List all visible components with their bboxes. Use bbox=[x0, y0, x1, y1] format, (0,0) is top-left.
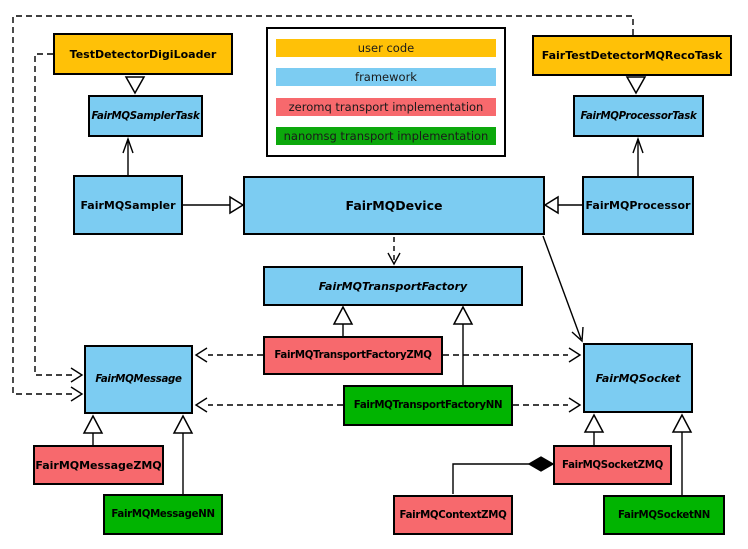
node-label-fairtestdetectormqrecotask: FairTestDetectorMQRecoTask bbox=[541, 49, 723, 62]
edge-device-uses-socket bbox=[542, 235, 584, 343]
legend-label-nanomsg: nanomsg transport implementation bbox=[283, 128, 489, 143]
node-fairmqmessage: FairMQMessage bbox=[84, 345, 193, 414]
edge-factoryzmq-creates-socket bbox=[443, 347, 582, 363]
node-fairmqdevice: FairMQDevice bbox=[243, 176, 545, 235]
node-label-fairmqmessagenn: FairMQMessageNN bbox=[111, 509, 215, 520]
legend-item-user-code: user code bbox=[276, 39, 496, 57]
node-fairmqprocessor: FairMQProcessor bbox=[582, 176, 694, 235]
node-label-testdetectordigiloader: TestDetectorDigiLoader bbox=[69, 47, 217, 61]
edge-processor-inherits-device bbox=[543, 195, 582, 215]
edge-factorynn-inherits-factory bbox=[452, 305, 474, 385]
edge-messagenn-inherits-message bbox=[172, 414, 194, 494]
node-label-fairmqmessage: FairMQMessage bbox=[95, 374, 182, 385]
node-label-fairmqtransportfactorynn: FairMQTransportFactoryNN bbox=[353, 400, 503, 411]
edge-factorynn-creates-socket bbox=[513, 397, 582, 413]
edge-socketzmq-owns-contextzmq bbox=[452, 456, 555, 494]
edge-messagezmq-inherits-message bbox=[82, 414, 104, 445]
legend-label-framework: framework bbox=[355, 70, 417, 85]
node-label-fairmqsampler: FairMQSampler bbox=[80, 198, 176, 212]
node-testdetectordigiloader: TestDetectorDigiLoader bbox=[53, 33, 233, 75]
node-label-fairmqprocessortask: FairMQProcessorTask bbox=[580, 110, 697, 122]
legend: user code framework zeromq transport imp… bbox=[266, 27, 506, 157]
node-fairmqmessagenn: FairMQMessageNN bbox=[103, 494, 223, 535]
node-label-fairmqdevice: FairMQDevice bbox=[345, 198, 443, 213]
node-fairmqsocketnn: FairMQSocketNN bbox=[603, 495, 725, 535]
edge-sampler-uses-samplertask bbox=[122, 136, 134, 175]
node-fairmqtransportfactorynn: FairMQTransportFactoryNN bbox=[343, 385, 513, 426]
node-label-fairmqsocketzmq: FairMQSocketZMQ bbox=[562, 459, 663, 471]
node-fairmqsampler: FairMQSampler bbox=[73, 175, 183, 235]
node-label-fairmqtransportfactoryzmq: FairMQTransportFactoryZMQ bbox=[274, 350, 432, 361]
node-fairmqmessagezmq: FairMQMessageZMQ bbox=[33, 445, 164, 485]
edge-factoryzmq-creates-message bbox=[194, 347, 263, 363]
node-fairmqprocessortask: FairMQProcessorTask bbox=[573, 95, 704, 137]
node-fairmqcontextzmq: FairMQContextZMQ bbox=[393, 495, 513, 535]
edge-sampler-inherits-device bbox=[183, 195, 245, 215]
edge-socketnn-inherits-socket bbox=[671, 413, 693, 495]
legend-item-nanomsg: nanomsg transport implementation bbox=[276, 126, 496, 145]
node-fairmqtransportfactory: FairMQTransportFactory bbox=[263, 266, 523, 306]
node-fairmqsocket: FairMQSocket bbox=[583, 343, 693, 413]
node-label-fairmqtransportfactory: FairMQTransportFactory bbox=[318, 279, 468, 293]
edge-recotask-inherits-processortask bbox=[625, 76, 647, 95]
node-label-fairmqsamplertask: FairMQSamplerTask bbox=[91, 110, 200, 122]
edge-device-uses-transportfactory bbox=[387, 237, 401, 266]
node-label-fairmqsocketnn: FairMQSocketNN bbox=[617, 509, 711, 521]
legend-item-zeromq: zeromq transport implementation bbox=[276, 97, 496, 116]
edge-digiloader-inherits-samplertask bbox=[124, 76, 146, 95]
node-fairmqsocketzmq: FairMQSocketZMQ bbox=[553, 445, 672, 485]
node-label-fairmqcontextzmq: FairMQContextZMQ bbox=[399, 509, 507, 521]
legend-label-user-code: user code bbox=[357, 41, 415, 55]
node-label-fairmqprocessor: FairMQProcessor bbox=[585, 199, 691, 212]
node-fairtestdetectormqrecotask: FairTestDetectorMQRecoTask bbox=[532, 35, 732, 76]
edge-factoryzmq-inherits-factory bbox=[332, 305, 354, 336]
edge-processor-uses-processortask bbox=[632, 136, 644, 176]
edge-recotask-uses-message bbox=[12, 15, 634, 402]
edge-factorynn-creates-message bbox=[194, 397, 343, 413]
legend-label-zeromq: zeromq transport implementation bbox=[288, 99, 484, 114]
edge-digiloader-uses-message bbox=[34, 53, 84, 383]
legend-item-framework: framework bbox=[276, 68, 496, 87]
node-fairmqtransportfactoryzmq: FairMQTransportFactoryZMQ bbox=[263, 336, 443, 375]
node-label-fairmqsocket: FairMQSocket bbox=[595, 371, 681, 385]
edge-socketzmq-inherits-socket bbox=[583, 413, 605, 445]
node-label-fairmqmessagezmq: FairMQMessageZMQ bbox=[35, 458, 162, 472]
node-fairmqsamplertask: FairMQSamplerTask bbox=[88, 95, 203, 137]
